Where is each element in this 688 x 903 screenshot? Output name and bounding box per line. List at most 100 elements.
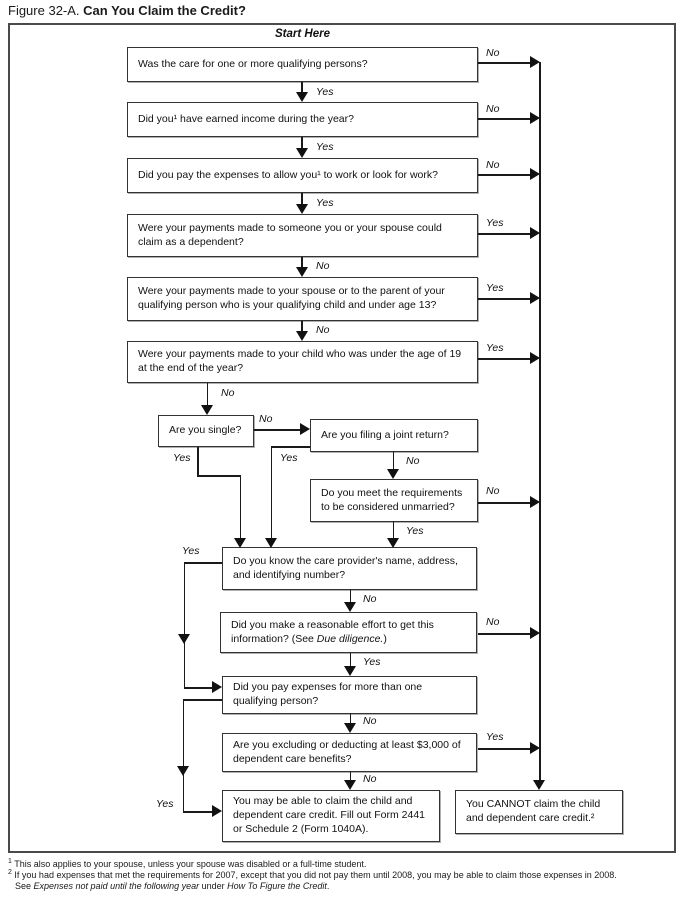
connector-q6-no xyxy=(206,383,208,406)
connector-q4-yes xyxy=(478,233,530,235)
connector-multiple-no xyxy=(349,714,351,724)
edge-label-yes: Yes xyxy=(486,282,504,294)
connector-single-yes-seg3 xyxy=(239,475,241,538)
connector-diligence-yes xyxy=(349,653,351,667)
connector-provider-yes-seg3 xyxy=(184,687,213,689)
node-text: Are you single? xyxy=(169,424,242,437)
edge-label-yes: Yes xyxy=(156,798,174,810)
arrowhead-single-no xyxy=(300,423,310,435)
arrowhead-single-yes xyxy=(234,538,246,548)
node-single: Are you single? xyxy=(158,415,254,447)
arrowhead-benefits-yes xyxy=(530,742,540,754)
connector-diligence-no xyxy=(478,633,530,635)
connector-q2-yes xyxy=(301,137,303,149)
connector-q2-no xyxy=(478,118,530,120)
figure-title: Figure 32-A. Can You Claim the Credit? xyxy=(8,3,246,18)
connector-joint-yes-seg1 xyxy=(271,446,310,448)
edge-label-yes: Yes xyxy=(363,656,381,668)
arrowhead-q6-yes xyxy=(530,352,540,364)
flowchart-frame xyxy=(8,23,676,853)
arrowhead-provider-yes-mid xyxy=(178,634,190,644)
connector-joint-no xyxy=(392,452,394,470)
node-joint-return: Are you filing a joint return? xyxy=(310,419,478,452)
arrowhead-q5-yes xyxy=(530,292,540,304)
connector-joint-yes-seg2 xyxy=(270,446,272,538)
node-text: Was the care for one or more qualifying … xyxy=(138,57,368,70)
connector-unmarried-no xyxy=(478,502,530,504)
node-cannot-claim: You CANNOT claim the child and dependent… xyxy=(455,790,623,834)
connector-benefits-yes xyxy=(478,748,530,750)
connector-q1-no xyxy=(478,62,530,64)
node-text: Did you make a reasonable effort to get … xyxy=(231,619,468,647)
edge-label-no: No xyxy=(363,715,377,727)
connector-q5-yes xyxy=(478,298,530,300)
arrowhead-provider-yes xyxy=(212,681,222,693)
connector-q5-no xyxy=(301,321,303,332)
node-benefits-3000: Are you excluding or deducting at least … xyxy=(222,733,477,772)
arrowhead-rail-to-cannot xyxy=(533,780,545,790)
footnote-1: 1 This also applies to your spouse, unle… xyxy=(8,858,682,870)
edge-label-yes: Yes xyxy=(280,452,298,464)
edge-label-no: No xyxy=(259,413,273,425)
arrowhead-q5-no xyxy=(295,331,308,341)
edge-label-no: No xyxy=(486,103,500,115)
footnote-1-marker: 1 xyxy=(8,858,12,865)
node-text: Did you pay expenses for more than one q… xyxy=(233,681,423,707)
connector-q6-yes xyxy=(478,358,530,360)
edge-label-yes: Yes xyxy=(486,342,504,354)
footnote-2-cont-italic: Expenses not paid until the following ye… xyxy=(33,881,200,891)
connector-benefits-no xyxy=(349,772,351,781)
node-text: Do you meet the requirements to be consi… xyxy=(321,486,463,513)
node-expenses-to-work: Did you pay the expenses to allow you¹ t… xyxy=(127,158,478,193)
node-text-part: ) xyxy=(383,632,387,645)
edge-label-no: No xyxy=(363,593,377,605)
footnote-2: 2 If you had expenses that met the requi… xyxy=(8,869,682,881)
connector-q3-yes xyxy=(301,193,303,205)
arrowhead-diligence-yes xyxy=(344,666,356,676)
edge-label-no: No xyxy=(486,616,500,628)
arrowhead-q3-yes xyxy=(295,204,308,214)
footnotes: 1 This also applies to your spouse, unle… xyxy=(8,858,682,892)
footnote-1-text: This also applies to your spouse, unless… xyxy=(14,859,367,869)
connector-multiple-yes-seg1 xyxy=(183,699,222,701)
figure-title-main: Can You Claim the Credit? xyxy=(83,3,246,18)
edge-label-no: No xyxy=(221,387,235,399)
arrowhead-multiple-yes xyxy=(212,805,222,817)
footnote-2-cont-part: See xyxy=(15,881,34,891)
arrowhead-multiple-yes-mid xyxy=(177,766,189,776)
node-text: Do you know the care provider's name, ad… xyxy=(233,554,458,581)
arrowhead-q3-no xyxy=(530,168,540,180)
arrowhead-unmarried-no xyxy=(530,496,540,508)
footnote-2-cont-italic: How To Figure the Credit xyxy=(227,881,327,891)
edge-label-yes: Yes xyxy=(486,217,504,229)
arrowhead-q6-no xyxy=(201,405,213,415)
node-earned-income: Did you¹ have earned income during the y… xyxy=(127,102,478,137)
connector-single-yes-seg1 xyxy=(197,447,199,476)
arrowhead-unmarried-yes xyxy=(387,538,399,548)
edge-label-yes: Yes xyxy=(316,141,334,153)
edge-label-no: No xyxy=(486,485,500,497)
node-provider-info: Do you know the care provider's name, ad… xyxy=(222,547,477,590)
node-text: Were your payments made to your child wh… xyxy=(138,348,462,374)
arrowhead-q2-yes xyxy=(295,148,308,158)
edge-label-no: No xyxy=(316,324,330,336)
footnote-2-cont-part: under xyxy=(199,881,228,891)
connector-single-yes-seg2 xyxy=(197,475,241,477)
start-here-label: Start Here xyxy=(275,28,330,40)
connector-multiple-yes-seg3 xyxy=(183,811,213,813)
footnote-2-continuation: See Expenses not paid until the followin… xyxy=(15,881,682,892)
edge-label-yes: Yes xyxy=(486,731,504,743)
edge-label-no: No xyxy=(486,159,500,171)
arrowhead-multiple-no xyxy=(344,723,356,733)
arrowhead-diligence-no xyxy=(530,627,540,639)
connector-multiple-yes-seg2 xyxy=(182,699,184,812)
footnote-2-cont-part: . xyxy=(326,881,330,891)
edge-label-yes: Yes xyxy=(182,545,200,557)
footnote-2-text: If you had expenses that met the require… xyxy=(14,870,617,880)
connector-provider-no xyxy=(349,590,351,603)
edge-label-no: No xyxy=(486,47,500,59)
node-text: You CANNOT claim the child and dependent… xyxy=(466,798,601,824)
edge-label-no: No xyxy=(316,260,330,272)
connector-single-no xyxy=(254,429,301,431)
